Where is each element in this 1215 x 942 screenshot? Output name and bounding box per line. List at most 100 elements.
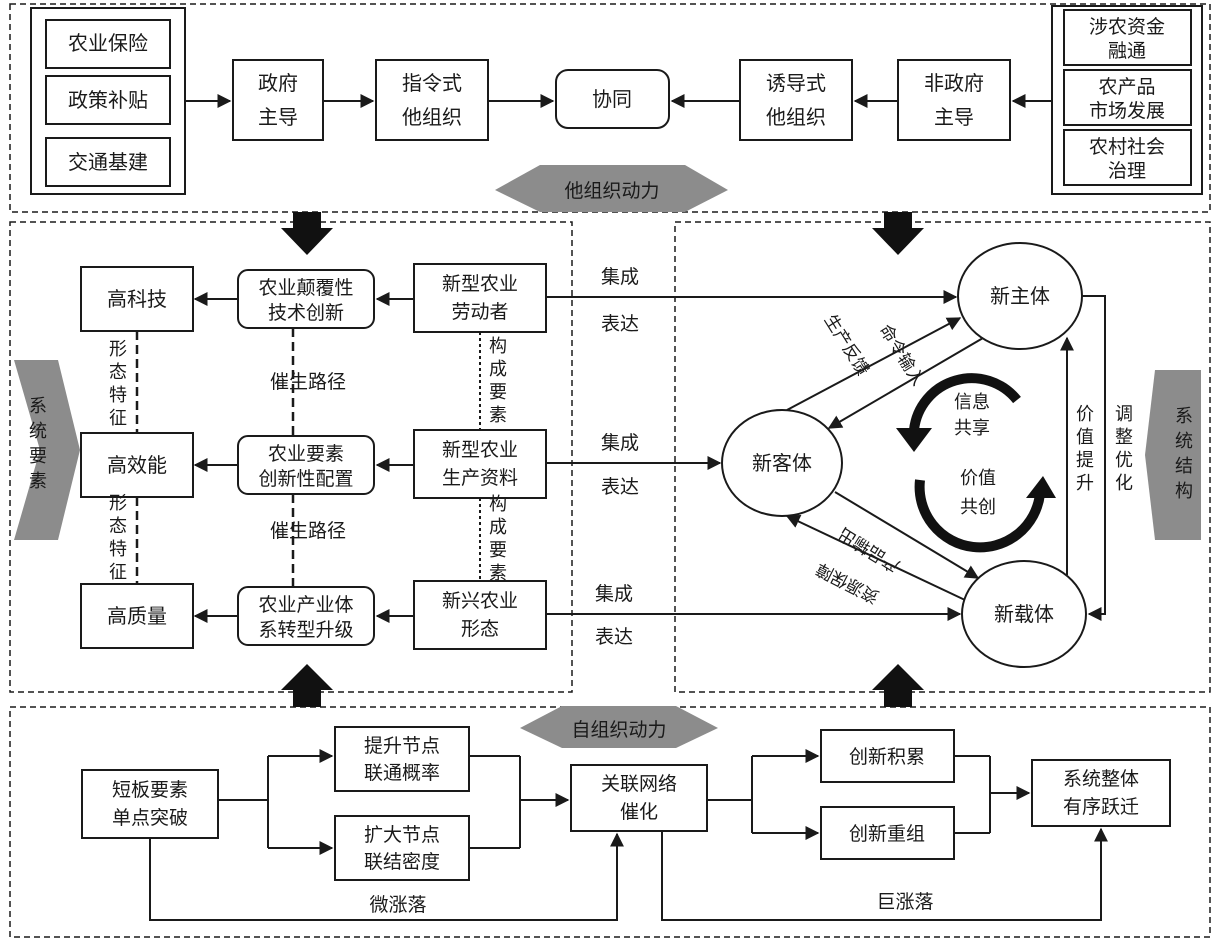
info-share-line2: 共享 xyxy=(954,418,990,439)
nongov-lead-line1: 非政府 xyxy=(924,71,984,95)
form-feature-l1: 形 xyxy=(109,493,127,514)
subsidy-label: 政策补贴 xyxy=(68,88,148,112)
market-box xyxy=(1063,69,1192,126)
self-org-banner-label: 自组织动力 xyxy=(571,719,666,741)
value-lift-1: 价 xyxy=(1076,404,1094,425)
adjust-optimize-3: 优 xyxy=(1115,450,1133,471)
induced-box xyxy=(739,59,853,141)
elements-side-banner xyxy=(14,360,80,540)
arrow-adjust-optimize xyxy=(1081,295,1106,621)
macro-fluct-loop xyxy=(661,827,1108,921)
disruptive-tech-line1: 农业颠覆性 xyxy=(258,277,353,299)
up-arrow-right xyxy=(872,664,924,707)
gov-lead-line1: 政府 xyxy=(258,71,298,95)
components-u4: 素 xyxy=(489,405,507,426)
top-region-frame xyxy=(9,3,1211,213)
integration-2b: 表达 xyxy=(601,476,639,498)
adjust-optimize-2: 整 xyxy=(1115,427,1133,448)
left-input-group: 农业保险 政策补贴 交通基建 xyxy=(30,7,186,195)
down-arrow-right xyxy=(872,212,924,255)
value-lift-3: 提 xyxy=(1076,450,1094,471)
micro-fluct-label: 微涨落 xyxy=(369,894,426,916)
cycle-arc-top xyxy=(909,373,1021,431)
industry-upgrade-line2: 系转型升级 xyxy=(258,619,353,641)
other-org-banner-label: 他组织动力 xyxy=(564,180,659,202)
form-feature-u3: 特 xyxy=(109,385,127,406)
new-form-line1: 新兴农业 xyxy=(442,590,518,612)
arrow-command-input xyxy=(827,337,984,429)
cycle-arc-bottom xyxy=(914,479,1045,553)
value-cocreate-line2: 共创 xyxy=(960,497,996,518)
form-feature-l4: 征 xyxy=(109,562,127,583)
accumulate-box xyxy=(820,729,955,783)
factor-config-line2: 创新性配置 xyxy=(258,468,353,490)
insurance-box xyxy=(45,19,171,69)
value-lift-4: 升 xyxy=(1076,473,1094,494)
arrow-production-feedback xyxy=(786,317,962,411)
nongov-lead-line2: 主导 xyxy=(934,105,974,129)
form-feature-lower: 形 态 特 征 xyxy=(109,493,127,583)
components-u3: 要 xyxy=(489,382,507,403)
resource-guarantee-label: 资源保障 xyxy=(813,558,883,607)
components-l4: 素 xyxy=(489,563,507,584)
integration-3a: 集成 xyxy=(595,583,633,605)
leap-line2: 有序跃迁 xyxy=(1063,796,1139,818)
raise-prob-line1: 提升节点 xyxy=(364,735,440,757)
insurance-label: 农业保险 xyxy=(68,31,148,55)
adjust-optimize-1: 调 xyxy=(1115,404,1133,425)
value-lift-2: 值 xyxy=(1076,427,1094,448)
cycle-arrowhead-top xyxy=(896,428,932,452)
synergy-label: 协同 xyxy=(592,87,632,111)
info-share-line1: 信息 xyxy=(954,392,990,413)
structure-side-char4: 构 xyxy=(1175,481,1193,502)
new-carrier-node xyxy=(961,560,1087,668)
breakthrough-line2: 单点突破 xyxy=(112,807,188,829)
self-org-banner xyxy=(520,706,718,748)
breakthrough-line1: 短板要素 xyxy=(112,779,188,801)
arrow-resource-guarantee xyxy=(785,515,966,601)
value-cocreate-line1: 价值 xyxy=(960,468,996,489)
new-labor-box xyxy=(413,263,547,333)
production-feedback-label: 生产反馈 xyxy=(820,311,873,379)
governance-line1: 农村社会 xyxy=(1089,136,1165,158)
structure-side-char1: 系 xyxy=(1175,406,1193,427)
cycle-arrowhead-bottom xyxy=(1026,476,1056,498)
adjust-optimize-4: 化 xyxy=(1115,473,1133,494)
product-output-label: 产品输出 xyxy=(835,523,903,576)
governance-line2: 治理 xyxy=(1108,160,1146,182)
induced-line1: 诱导式 xyxy=(766,71,826,95)
network-line1: 关联网络 xyxy=(601,773,677,795)
micro-fluct-loop xyxy=(149,832,624,921)
new-form-box xyxy=(413,580,547,650)
high-tech-box xyxy=(80,266,194,332)
raise-prob-line2: 联通概率 xyxy=(364,762,440,784)
form-feature-upper: 形 态 特 征 xyxy=(109,339,127,429)
down-arrow-left xyxy=(281,212,333,255)
form-feature-l3: 特 xyxy=(109,539,127,560)
components-l1: 构 xyxy=(489,494,507,515)
infrastructure-box xyxy=(45,137,171,187)
directive-line1: 指令式 xyxy=(402,71,462,95)
integration-2a: 集成 xyxy=(601,432,639,454)
new-carrier-label: 新载体 xyxy=(994,602,1054,626)
directive-box xyxy=(375,59,489,141)
directive-line2: 他组织 xyxy=(402,105,462,129)
high-efficiency-label: 高效能 xyxy=(107,453,167,477)
induced-line2: 他组织 xyxy=(766,105,826,129)
governance-box xyxy=(1063,129,1192,186)
accumulate-label: 创新积累 xyxy=(849,746,925,768)
command-input-label: 命令输入 xyxy=(875,321,928,389)
expand-density-line2: 联结密度 xyxy=(364,851,440,873)
new-object-label: 新客体 xyxy=(752,451,812,475)
structure-side-banner xyxy=(1145,370,1201,540)
structure-region-frame xyxy=(674,221,1211,693)
up-arrow-left xyxy=(281,664,333,707)
factor-config-line1: 农业要素 xyxy=(268,443,344,465)
gov-lead-box xyxy=(232,59,324,141)
catalysis-path-upper: 催生路径 xyxy=(270,371,346,393)
structure-side-char2: 统 xyxy=(1175,431,1193,452)
new-labor-line2: 劳动者 xyxy=(451,301,508,323)
elements-side-char1: 系 xyxy=(29,396,47,417)
other-org-banner xyxy=(495,165,728,212)
new-subject-label: 新主体 xyxy=(990,284,1050,308)
